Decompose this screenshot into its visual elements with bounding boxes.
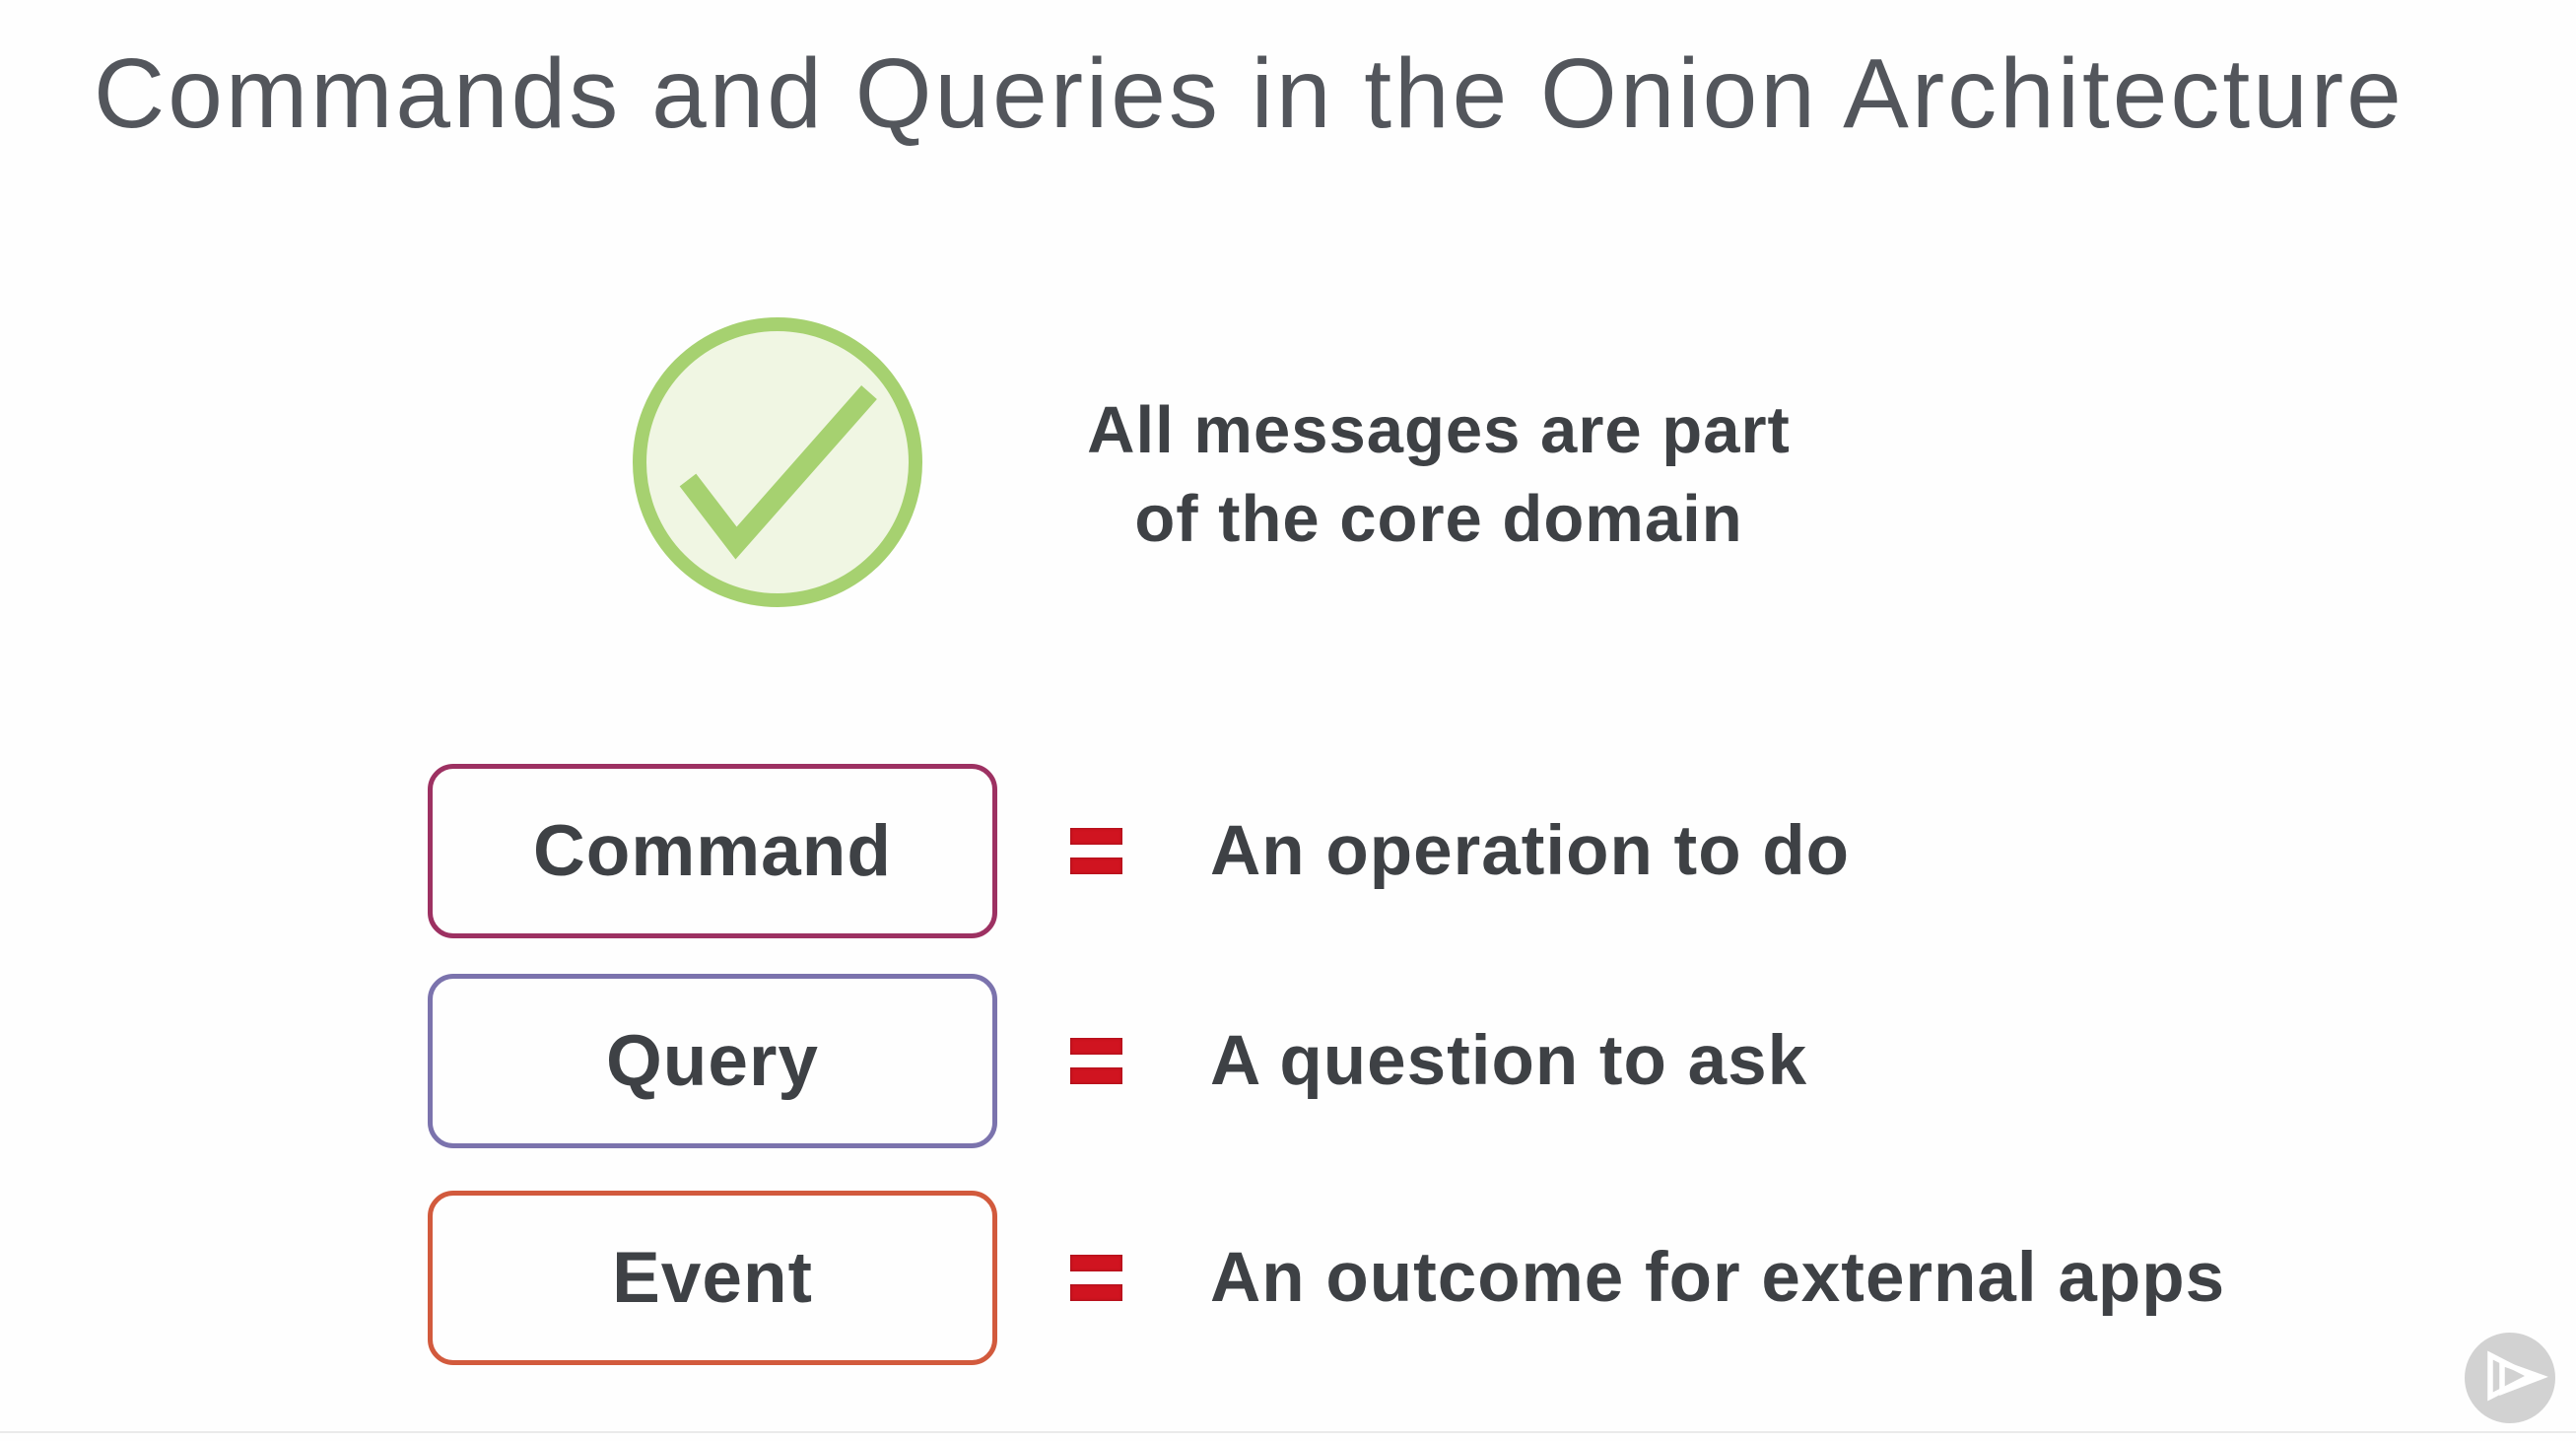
callout-line-2: of the core domain — [1134, 482, 1743, 556]
equals-sign — [1070, 1255, 1122, 1301]
event-box: Event — [428, 1191, 997, 1365]
query-box-label: Query — [606, 1021, 819, 1101]
command-box-label: Command — [533, 811, 892, 891]
equals-bar — [1070, 1284, 1122, 1301]
equals-sign — [1070, 1038, 1122, 1084]
callout-text: All messages are part of the core domain — [1020, 386, 1858, 564]
bottom-divider — [0, 1431, 2576, 1433]
slide-title: Commands and Queries in the Onion Archit… — [94, 38, 2405, 149]
event-definition: An outcome for external apps — [1210, 1239, 2226, 1317]
play-button[interactable] — [2465, 1333, 2555, 1423]
equals-bar — [1070, 1067, 1122, 1084]
equals-bar — [1070, 828, 1122, 845]
pluralsight-play-icon — [2487, 1350, 2548, 1402]
command-definition: An operation to do — [1210, 812, 1851, 890]
equals-bar — [1070, 1255, 1122, 1271]
check-circle-icon — [633, 317, 922, 607]
query-box: Query — [428, 974, 997, 1148]
query-definition: A question to ask — [1210, 1022, 1808, 1100]
callout-line-1: All messages are part — [1087, 393, 1791, 467]
command-box: Command — [428, 764, 997, 938]
equals-bar — [1070, 1038, 1122, 1055]
equals-sign — [1070, 828, 1122, 874]
event-box-label: Event — [612, 1238, 813, 1318]
equals-bar — [1070, 858, 1122, 874]
